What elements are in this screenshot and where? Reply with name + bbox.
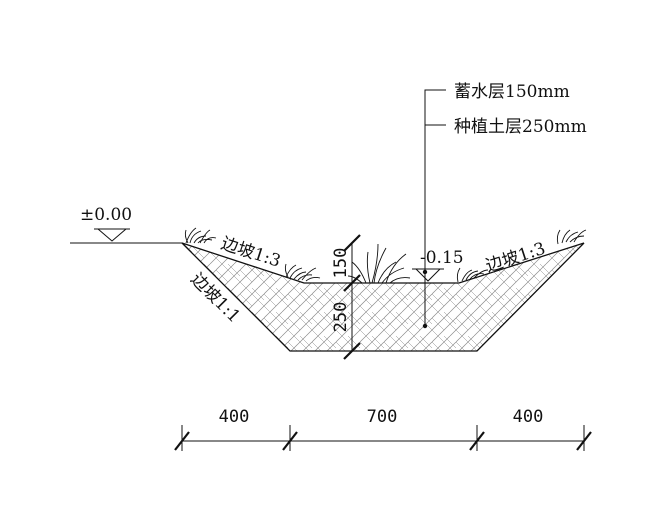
grass-tuft-inner-left-icon xyxy=(284,263,321,282)
legend-planting-layer: 种植土层250mm xyxy=(454,117,587,137)
leader-dot-planting xyxy=(422,323,428,329)
legend-storage-layer: 蓄水层150mm xyxy=(454,82,570,102)
elevation-marker-bottom-icon xyxy=(414,268,442,282)
elevation-marker-ground-icon xyxy=(96,228,128,242)
dim-bottom-middle: 700 xyxy=(367,407,398,427)
grass-tuft-right-icon xyxy=(556,229,587,245)
dim-bottom-left: 400 xyxy=(219,407,250,427)
elevation-ground-label: ±0.00 xyxy=(80,205,132,225)
vertical-dim-tick-top xyxy=(343,234,361,252)
dim-tick-2 xyxy=(282,431,298,451)
dim-storage-layer: 150 xyxy=(331,248,351,279)
storage-surface xyxy=(181,242,585,284)
vertical-dim-tick-mid xyxy=(343,274,361,292)
grass-tuft-center-icon xyxy=(347,243,411,284)
planting-soil-hatch xyxy=(182,243,584,351)
legend-leader xyxy=(424,89,446,326)
dim-bottom-right: 400 xyxy=(513,407,544,427)
leader-dot-storage xyxy=(422,269,428,275)
dim-tick-4 xyxy=(576,431,592,451)
grass-tuft-left-icon xyxy=(184,227,217,244)
dim-tick-1 xyxy=(174,431,190,451)
vertical-dim-tick-bottom xyxy=(343,342,361,360)
trench-outline xyxy=(181,242,585,352)
dim-tick-3 xyxy=(469,431,485,451)
elevation-bottom-label: -0.15 xyxy=(420,248,464,268)
dim-planting-layer: 250 xyxy=(331,302,351,333)
grass-tuft-inner-right-icon xyxy=(456,267,489,283)
